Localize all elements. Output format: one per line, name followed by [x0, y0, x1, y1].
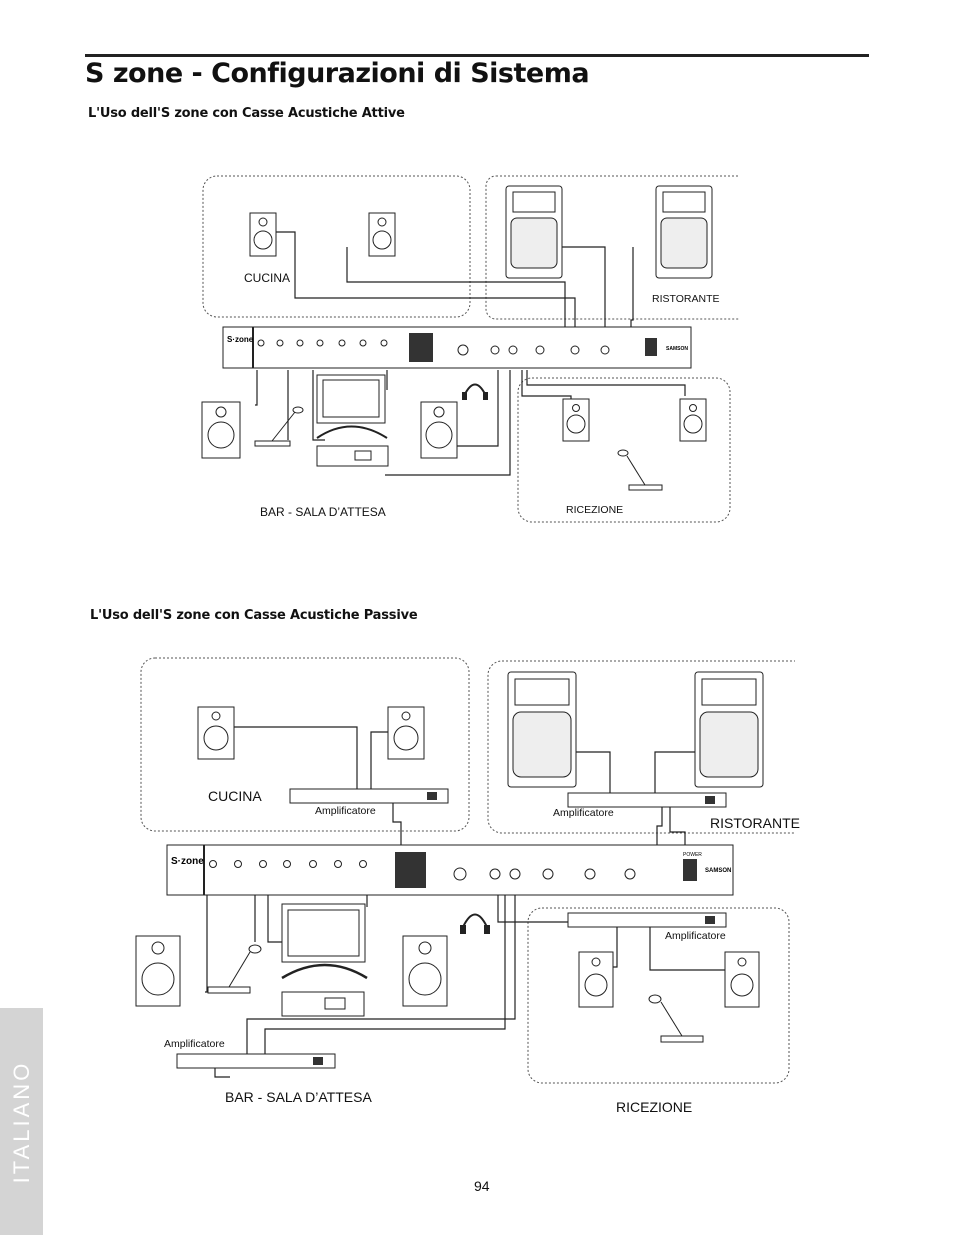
zone-box-ricezione	[517, 377, 731, 523]
cd-player-bar-passive	[281, 991, 365, 1017]
amplifier-ricezione	[567, 912, 727, 928]
zone-box-cucina-passive	[140, 657, 470, 832]
language-tab: ITALIANO	[0, 1008, 43, 1235]
label-bar-passive: BAR - SALA D’ATTESA	[225, 1089, 372, 1105]
microphone-ricezione	[617, 449, 663, 491]
title-rule	[85, 54, 869, 57]
label-ricezione-active: RICEZIONE	[566, 504, 624, 516]
tv-monitor-bar	[316, 374, 388, 439]
headphones-icon-passive	[460, 913, 490, 934]
page-title: S zone - Configurazioni di Sistema	[85, 58, 590, 89]
section-heading-passive: L'Uso dell'S zone con Casse Acustiche Pa…	[90, 608, 418, 623]
label-amplifier-ricezione: Amplificatore	[665, 930, 726, 942]
diagram-active-speakers: S·zone SAMSON	[195, 170, 755, 530]
label-amplifier-cucina: Amplificatore	[315, 805, 376, 817]
mixer-brand-passive: S·zone	[171, 856, 204, 867]
mixer-power-label: POWER	[683, 852, 702, 858]
label-cucina-active: CUCINA	[244, 271, 291, 285]
passive-speaker-ricezione-left	[578, 951, 614, 1008]
cables-passive	[205, 726, 725, 1078]
section-heading-active: L'Uso dell'S zone con Casse Acustiche At…	[88, 106, 405, 121]
amplifier-cucina	[289, 788, 449, 804]
monitor-speaker-cucina-left	[249, 212, 277, 257]
passive-speaker-cucina-left	[197, 706, 235, 760]
monitor-speaker-bar-right	[420, 401, 458, 459]
page-number: 94	[474, 1178, 490, 1194]
tv-monitor-bar-passive	[281, 903, 368, 980]
pa-speaker-ristorante-left-passive	[507, 671, 577, 788]
passive-speaker-ricezione-right	[724, 951, 760, 1008]
mixer-brand-active: S·zone	[227, 335, 254, 344]
monitor-speaker-ricezione-right	[679, 398, 707, 442]
headphones-icon	[462, 383, 488, 400]
mixer-logo-active: SAMSON	[666, 346, 688, 352]
passive-speaker-cucina-right	[387, 706, 425, 760]
diagram-passive-speakers: S·zone SAMSON POWER	[135, 652, 817, 1132]
language-tab-label: ITALIANO	[8, 1060, 34, 1183]
label-amplifier-bar: Amplificatore	[164, 1038, 225, 1050]
zone-box-ricezione-passive	[527, 907, 790, 1084]
monitor-speaker-ricezione-left	[562, 398, 590, 442]
label-cucina-passive: CUCINA	[208, 788, 262, 804]
cd-player-bar	[316, 445, 389, 467]
diagram-passive-svg: S·zone SAMSON POWER	[135, 657, 817, 1084]
pa-speaker-ristorante-right-passive	[694, 671, 764, 788]
diagram-active-svg: S·zone SAMSON	[201, 175, 755, 523]
mixer-logo-passive: SAMSON	[705, 868, 731, 874]
pa-speaker-ristorante-right	[655, 185, 713, 279]
amplifier-ristorante	[567, 792, 727, 808]
zone-box-cucina	[202, 175, 471, 318]
amplifier-bar	[176, 1053, 336, 1069]
microphone-ricezione-passive	[648, 994, 704, 1043]
passive-speaker-bar-right	[402, 935, 448, 1007]
label-bar-active: BAR - SALA D’ATTESA	[260, 505, 386, 519]
label-ricezione-passive: RICEZIONE	[616, 1099, 693, 1115]
szone-mixer-rack	[222, 326, 692, 369]
monitor-speaker-cucina-right	[368, 212, 396, 257]
label-ristorante-active: RISTORANTE	[652, 293, 720, 305]
microphone-bar	[254, 406, 304, 447]
label-ristorante-passive: RISTORANTE	[710, 815, 800, 831]
passive-speaker-bar-left	[135, 935, 181, 1007]
monitor-speaker-bar-left	[201, 401, 241, 459]
microphone-bar-passive	[207, 944, 262, 994]
label-amplifier-ristorante: Amplificatore	[553, 807, 614, 819]
szone-mixer-rack-passive	[166, 844, 734, 896]
pa-speaker-ristorante-left	[505, 185, 563, 279]
